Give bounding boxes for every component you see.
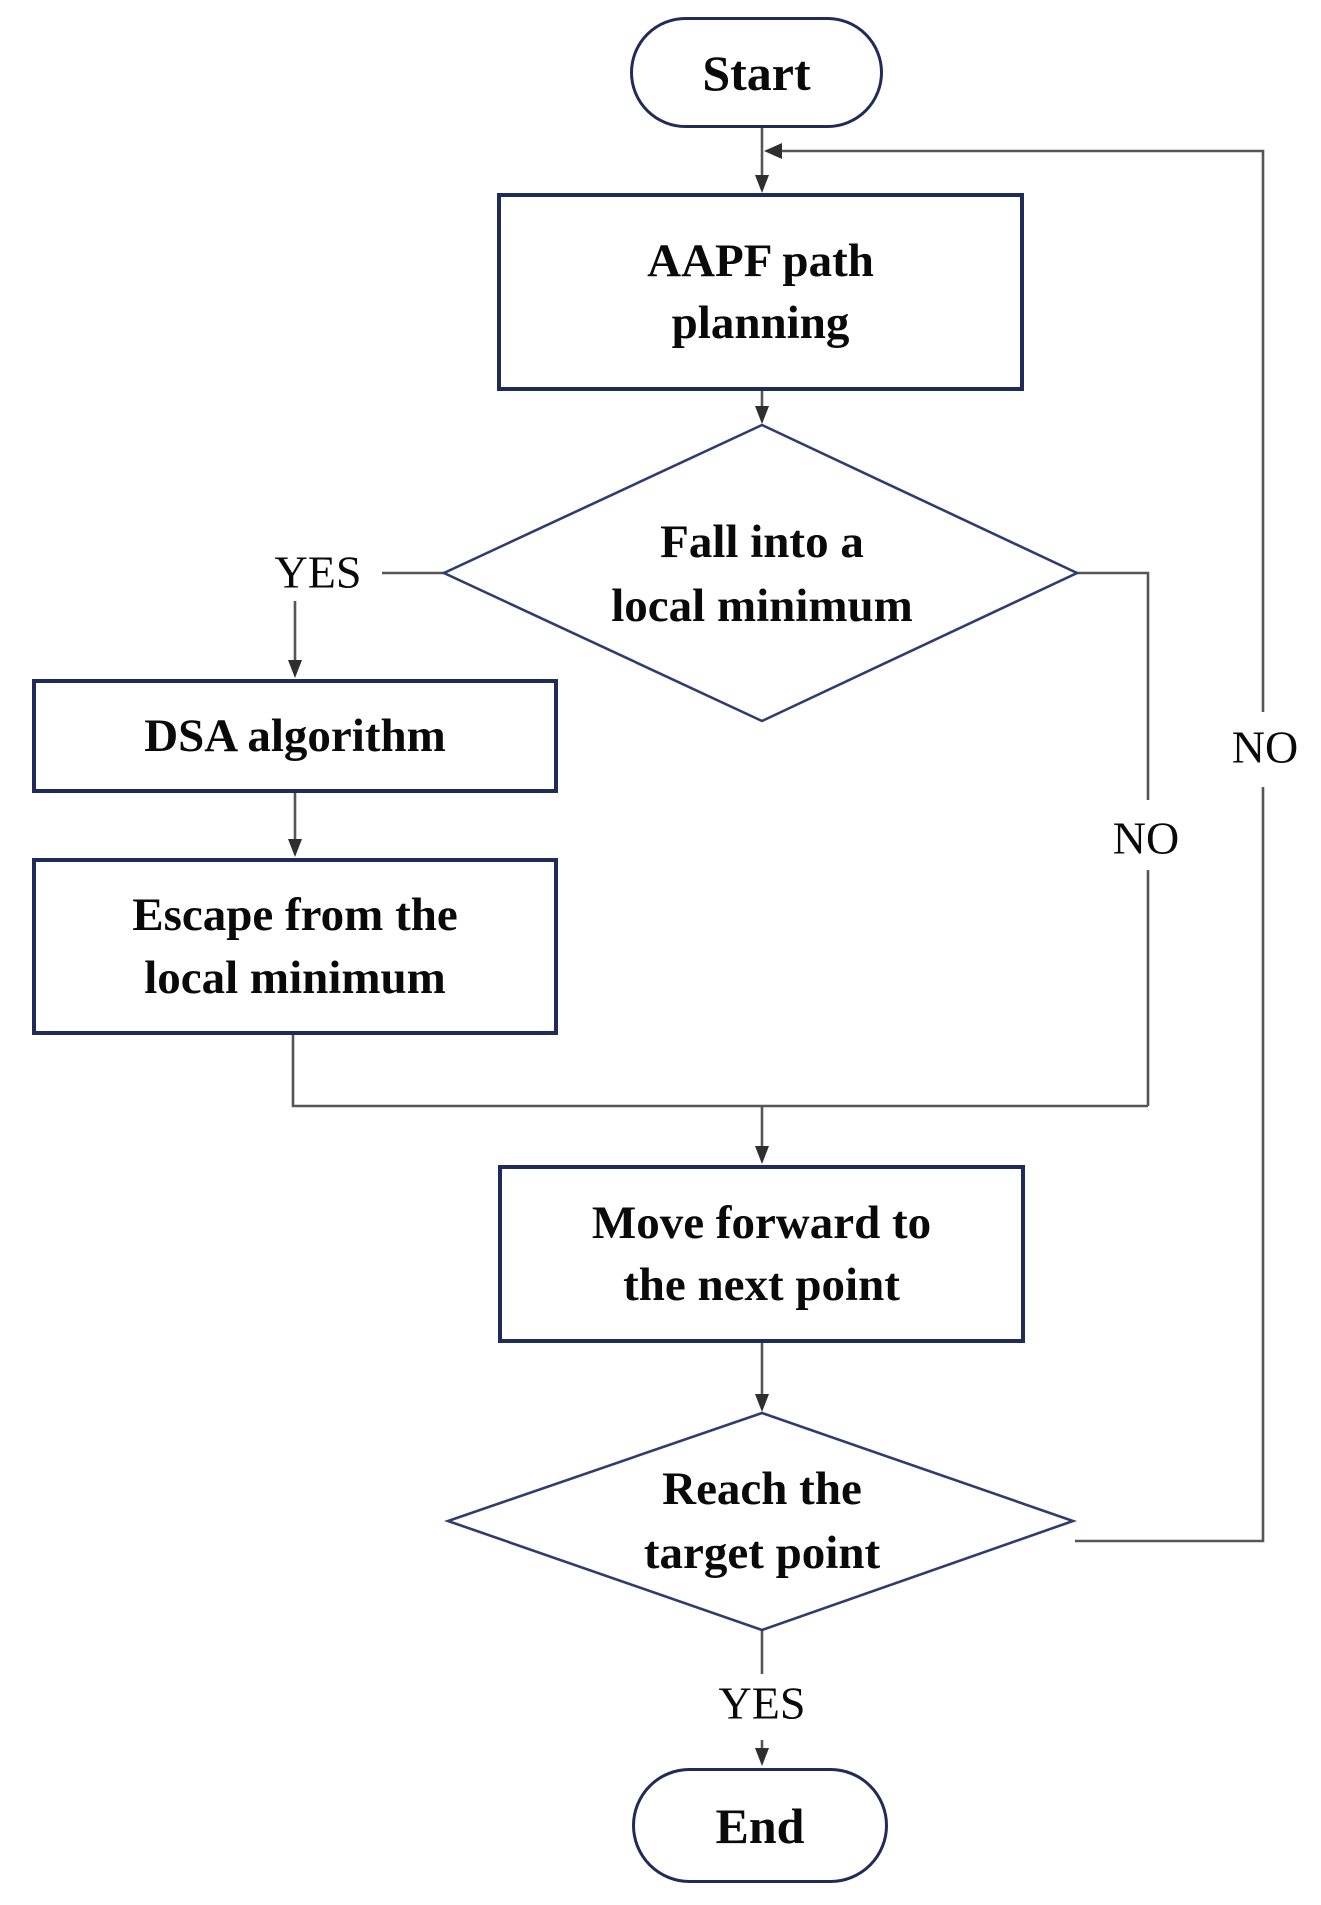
start-node: Start bbox=[630, 17, 883, 128]
decision-target-point-label: Reach the target point bbox=[643, 1463, 881, 1579]
no-branch-label-target: NO bbox=[1231, 721, 1299, 773]
move-forward-node: Move forward to the next point bbox=[498, 1165, 1025, 1343]
arrowhead-into-aapf bbox=[755, 175, 769, 193]
no-branch-label-minimum: NO bbox=[1112, 812, 1180, 864]
edge-escape-merge bbox=[291, 1035, 1148, 1108]
arrowhead-feedback-join bbox=[764, 143, 782, 159]
dsa-algorithm-node: DSA algorithm bbox=[32, 679, 558, 793]
arrowhead-into-end bbox=[755, 1748, 769, 1766]
edge-decision2-no-feedback bbox=[1075, 787, 1265, 1543]
arrowhead-into-decision1 bbox=[755, 406, 769, 424]
decision-local-minimum-diamond bbox=[440, 423, 1081, 723]
arrowhead-into-dsa bbox=[288, 660, 302, 678]
decision-local-minimum-label: Fall into a local minimum bbox=[611, 516, 913, 632]
yes-branch-label-minimum: YES bbox=[274, 546, 362, 598]
escape-local-minimum-node: Escape from the local minimum bbox=[32, 858, 558, 1035]
edge-decision1-no-upper bbox=[1077, 571, 1150, 800]
edge-no-feedback-upper bbox=[772, 149, 1265, 712]
arrowhead-into-decision2 bbox=[755, 1394, 769, 1412]
aapf-path-planning-node: AAPF path planning bbox=[497, 193, 1024, 391]
arrowhead-into-escape bbox=[288, 839, 302, 857]
yes-branch-label-target: YES bbox=[718, 1677, 806, 1729]
decision-target-point-diamond bbox=[444, 1411, 1077, 1632]
end-node: End bbox=[632, 1768, 888, 1883]
arrowhead-into-move bbox=[755, 1146, 769, 1164]
